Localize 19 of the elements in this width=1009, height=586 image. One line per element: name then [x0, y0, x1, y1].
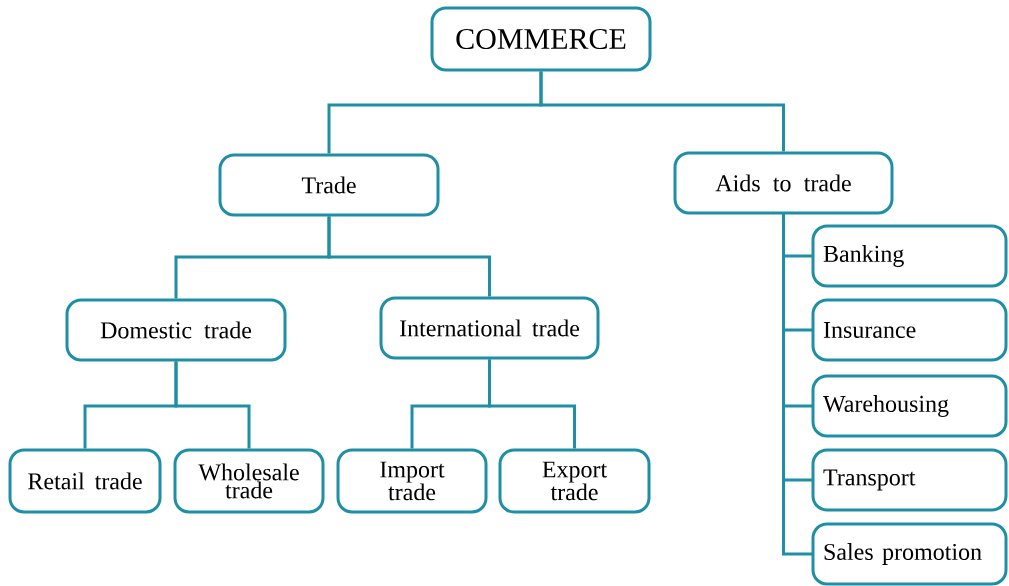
process-box: Retail trade: [8, 448, 162, 514]
process-box: Export trade: [498, 448, 651, 514]
process-box: Wholesale trade: [173, 448, 325, 514]
process-box: International trade: [379, 296, 600, 360]
connector-line: [539, 71, 785, 152]
process-box: Banking: [811, 224, 1008, 288]
process-box: Transport: [811, 448, 1008, 512]
process-box: COMMERCE: [430, 6, 652, 72]
process-box: Sales promotion: [811, 522, 1008, 586]
connector-line: [174, 361, 251, 449]
connector-line: [327, 216, 491, 297]
process-box: Insurance: [811, 298, 1008, 362]
process-box: Import trade: [336, 448, 488, 514]
connector-line: [782, 214, 813, 556]
process-box: Domestic trade: [65, 298, 287, 362]
connector-line: [488, 359, 576, 449]
process-box: Warehousing: [811, 374, 1008, 438]
process-box: Aids to trade: [673, 151, 894, 215]
process-box: Trade: [218, 153, 440, 217]
